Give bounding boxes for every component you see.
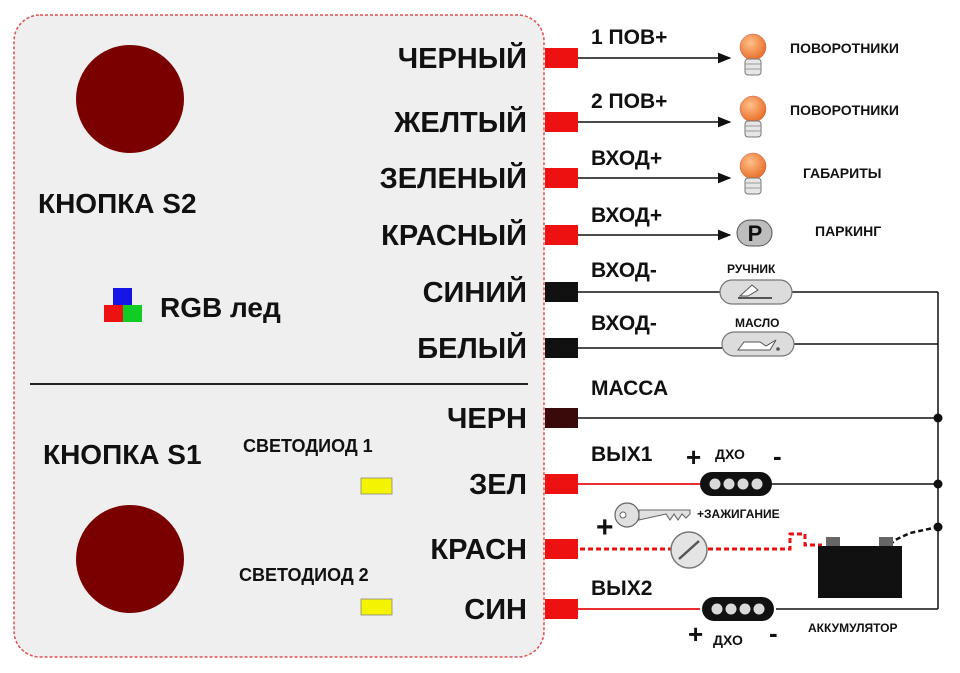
wire-connector [545, 112, 578, 132]
rgb-led-icon [104, 288, 142, 322]
parking-icon: P [736, 219, 773, 247]
signal-input-plus-1: ВХОД+ [591, 147, 662, 170]
battery-ground-wire [889, 525, 939, 546]
bulb-icon-2 [739, 95, 767, 138]
junction-dots [933, 413, 943, 532]
key-icon [614, 502, 691, 528]
wire-label: ЗЕЛЕНЫЙ [380, 161, 527, 195]
signal-turn1: 1 ПОВ+ [591, 26, 667, 49]
wire-label: БЕЛЫЙ [417, 331, 527, 365]
battery-label: АККУМУЛЯТОР [808, 621, 898, 635]
signal-turn2: 2 ПОВ+ [591, 90, 667, 113]
wire-label: КРАСН [430, 534, 527, 566]
drl2-plus: + [688, 619, 703, 649]
led2-label: СВЕТОДИОД 2 [239, 565, 369, 585]
wire-connector [545, 408, 578, 428]
bulb-icon-3 [739, 152, 767, 195]
handbrake-label: РУЧНИК [727, 262, 776, 276]
drl1-plus: + [686, 442, 701, 472]
drl1-label: ДХО [715, 446, 745, 462]
svg-text:P: P [748, 221, 763, 246]
button-s1[interactable] [76, 505, 184, 613]
button-s2[interactable] [76, 45, 184, 153]
wire-connectors [545, 48, 578, 619]
bulb-icon-1 [739, 33, 767, 76]
wire-label: КРАСНЫЙ [381, 218, 527, 252]
signal-input-plus-2: ВХОД+ [591, 204, 662, 227]
ignition-plus: + [596, 511, 614, 544]
led1-label: СВЕТОДИОД 1 [243, 436, 373, 456]
handbrake-icon [719, 279, 793, 305]
drl2-label: ДХО [713, 632, 743, 648]
wire-connector [545, 168, 578, 188]
wire-connector [545, 48, 578, 68]
wire-connector [545, 539, 578, 559]
signal-input-minus-1: ВХОД- [591, 259, 657, 282]
wire-label: СИН [464, 594, 527, 626]
led1 [360, 477, 393, 495]
drl2-icon [702, 597, 774, 621]
wire-label: ЖЕЛТЫЙ [393, 105, 527, 139]
oil-label: МАСЛО [735, 316, 779, 330]
button-s2-label: КНОПКА S2 [38, 188, 197, 219]
signal-input-minus-2: ВХОД- [591, 312, 657, 335]
signal-out1: ВЫХ1 [591, 443, 653, 466]
wire-connector [545, 225, 578, 245]
rgb-led-label: RGB лед [160, 292, 281, 323]
controller-panel [13, 14, 545, 658]
signal-out2: ВЫХ2 [591, 577, 652, 600]
oil-can-icon [721, 331, 795, 357]
led2 [360, 598, 393, 616]
svg-text:-: - [884, 557, 889, 574]
ignition-switch-icon [670, 531, 708, 569]
ignition-label: +ЗАЖИГАНИЕ [697, 507, 780, 521]
wire-labels: ЧЕРНЫЙ ЖЕЛТЫЙ ЗЕЛЕНЫЙ КРАСНЫЙ СИНИЙ БЕЛЫЙ ЧЕРН… [380, 41, 527, 626]
wire-connector [545, 474, 578, 494]
svg-text:+: + [826, 557, 835, 574]
wire-label: ЗЕЛ [469, 469, 527, 501]
turn-signals-label-2: ПОВОРОТНИКИ [790, 102, 899, 118]
ignition-wire [580, 532, 822, 551]
parking-lights-label: ГАБАРИТЫ [803, 165, 881, 181]
turn-signals-label-1: ПОВОРОТНИКИ [790, 40, 899, 56]
wire-label: ЧЕРН [447, 403, 527, 435]
wire-connector [545, 599, 578, 619]
parking-label: ПАРКИНГ [815, 223, 881, 239]
drl1-minus: - [773, 441, 782, 471]
button-s1-label: КНОПКА S1 [43, 439, 202, 470]
signal-ground: МАССА [591, 377, 668, 400]
drl1-icon [700, 472, 772, 496]
wire-label: ЧЕРНЫЙ [398, 41, 527, 75]
drl2-minus: - [769, 618, 778, 648]
wire-connector [545, 338, 578, 358]
wire-connector [545, 282, 578, 302]
battery-icon: + - [818, 537, 902, 598]
wire-label: СИНИЙ [423, 275, 527, 309]
